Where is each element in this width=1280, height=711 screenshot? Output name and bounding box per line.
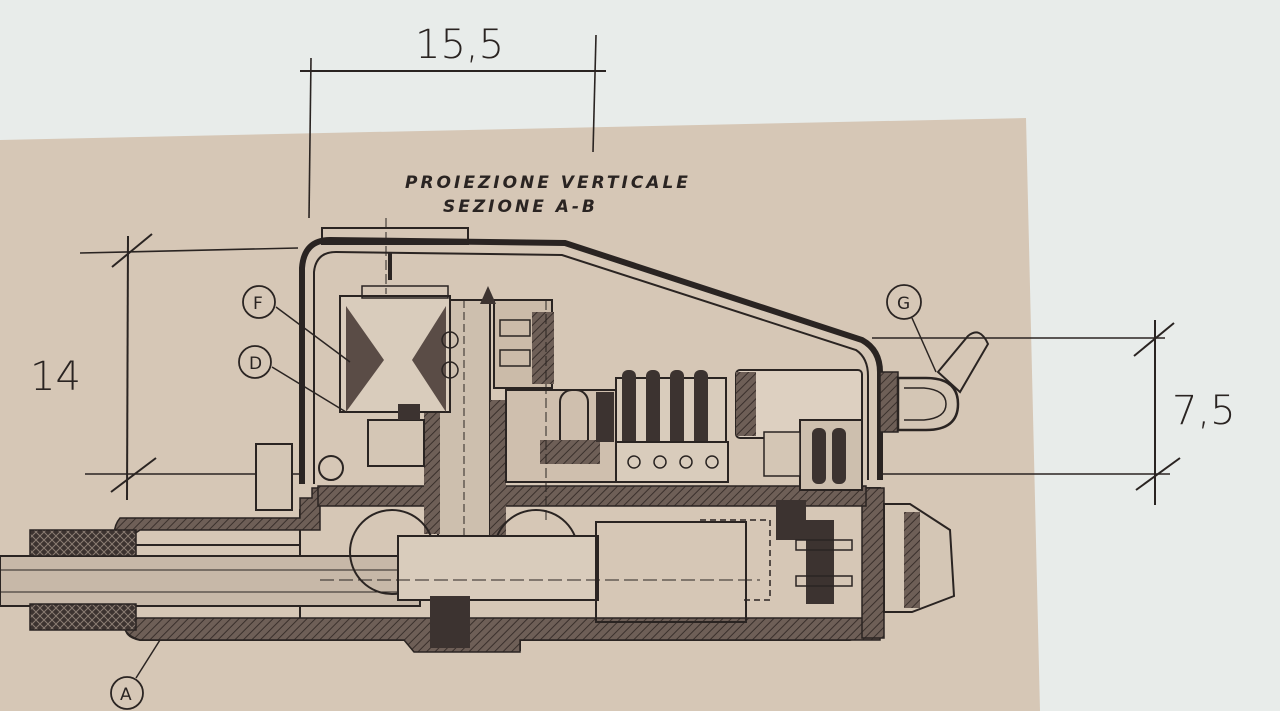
motor-housing — [735, 369, 863, 491]
dimension-label-height-right: 7,5 — [1172, 388, 1236, 434]
callout-label-g: G — [897, 294, 910, 314]
callout-d: D — [238, 345, 347, 413]
callout-label-f: F — [253, 294, 263, 314]
callout-g: G — [886, 284, 937, 373]
callout-label-a: A — [120, 685, 132, 705]
callout-label-d: D — [249, 354, 262, 374]
eyepiece-dome — [879, 331, 990, 433]
prism-block — [339, 285, 459, 413]
caption-line-1: PROIEZIONE VERTICALE — [405, 173, 691, 193]
cam-stack — [611, 370, 729, 483]
device-cross-section — [0, 218, 990, 653]
callout-a: A — [110, 639, 161, 710]
dimension-label-height-left: 14 — [30, 354, 81, 400]
caption-line-2: SEZIONE A-B — [443, 197, 598, 217]
dimension-right-height: 7,5 — [872, 320, 1236, 505]
drawing-caption: PROIEZIONE VERTICALE SEZIONE A-B — [405, 173, 691, 217]
callout-f: F — [242, 285, 351, 363]
knurled-collar — [29, 529, 137, 557]
upper-housing — [299, 236, 883, 484]
left-shaft — [0, 555, 421, 607]
dimension-top-width: 15,5 — [300, 22, 606, 219]
dimension-label-width: 15,5 — [415, 22, 504, 68]
